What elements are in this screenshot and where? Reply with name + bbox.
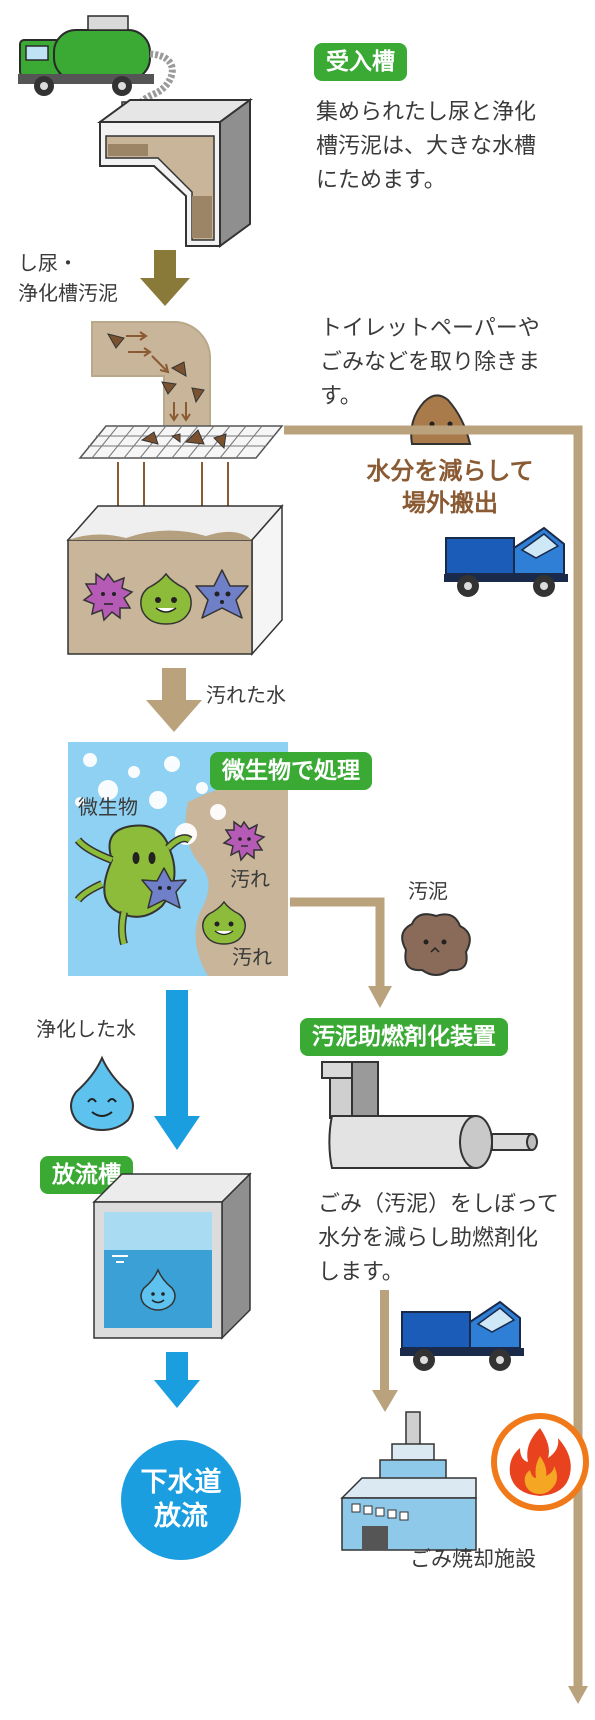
dump-truck-icon-2 xyxy=(400,1300,524,1371)
receiving-desc-line-3: にためます。 xyxy=(316,168,446,193)
sludge-route-arrow xyxy=(290,897,392,1008)
input-label: し尿・ 浄化槽汚泥 xyxy=(18,248,118,308)
down-arrow-tan-2 xyxy=(372,1290,398,1412)
down-arrow-blue-2 xyxy=(154,1352,200,1408)
sludge-desc-line-3: します。 xyxy=(318,1260,404,1285)
screen-grate-icon xyxy=(78,425,284,459)
sludge-label: 汚泥 xyxy=(408,879,448,903)
sludge-blob-icon xyxy=(401,913,471,976)
incinerator-label: ごみ焼却施設 xyxy=(410,1547,536,1571)
sewer-line-1: 下水道 xyxy=(140,1467,222,1498)
sludge-description: ごみ（汚泥）をしぼって 水分を減らし助燃剤化 します。 xyxy=(318,1188,588,1290)
receiving-description: 集められたし尿と浄化 槽汚泥は、大きな水槽 にためます。 xyxy=(316,96,586,198)
sewer-line-2: 放流 xyxy=(154,1501,208,1532)
badge-sludge-device: 汚泥助燃剤化装置 xyxy=(300,1018,508,1056)
vacuum-truck-icon xyxy=(18,15,176,112)
receiving-tank-icon xyxy=(96,98,254,248)
down-arrow-blue-1 xyxy=(154,990,200,1150)
settling-tank-icon xyxy=(66,504,284,656)
dirty-water-label: 汚れた水 xyxy=(206,683,286,707)
dump-truck-icon xyxy=(444,526,568,597)
sludge-desc-line-1: ごみ（汚泥）をしぼって xyxy=(318,1192,559,1217)
screening-desc-line-1: トイレットペーパーや xyxy=(320,316,540,341)
removal-title-line-2: 場外搬出 xyxy=(402,489,498,517)
sludge-desc-line-2: 水分を減らし助燃剤化 xyxy=(318,1226,539,1251)
dirt-label-2: 汚れ xyxy=(232,945,272,969)
removal-title-line-1: 水分を減らして xyxy=(366,457,534,485)
water-drop-icon xyxy=(70,1055,134,1132)
incinerator-factory-icon xyxy=(340,1411,477,1551)
microbes-label: 微生物 xyxy=(78,795,138,819)
fire-badge-icon xyxy=(491,1413,589,1511)
input-label-line-1: し尿・ xyxy=(18,251,78,275)
receiving-desc-line-1: 集められたし尿と浄化 xyxy=(316,100,537,125)
receiving-desc-line-2: 槽汚泥は、大きな水槽 xyxy=(316,134,537,159)
dirt-label-1: 汚れ xyxy=(230,867,270,891)
badge-microbe-treatment: 微生物で処理 xyxy=(210,752,372,790)
input-label-line-2: 浄化槽汚泥 xyxy=(18,281,118,305)
sewer-discharge-badge: 下水道 放流 xyxy=(121,1440,241,1560)
badge-receiving-tank: 受入槽 xyxy=(314,43,407,81)
microbe-characters xyxy=(74,820,266,946)
screening-desc-line-2: ごみなどを取り除きま xyxy=(320,350,541,375)
down-arrow-tan-1 xyxy=(146,668,202,732)
purified-water-label: 浄化した水 xyxy=(36,1017,136,1041)
discharge-tank-icon xyxy=(92,1172,252,1340)
screening-desc-line-3: す。 xyxy=(320,384,362,409)
screening-description: トイレットペーパーや ごみなどを取り除きま す。 xyxy=(320,312,590,414)
removal-title: 水分を減らして 場外搬出 xyxy=(350,455,550,519)
sludge-device-icon xyxy=(321,1061,538,1169)
down-arrow-brown-1 xyxy=(140,250,190,306)
